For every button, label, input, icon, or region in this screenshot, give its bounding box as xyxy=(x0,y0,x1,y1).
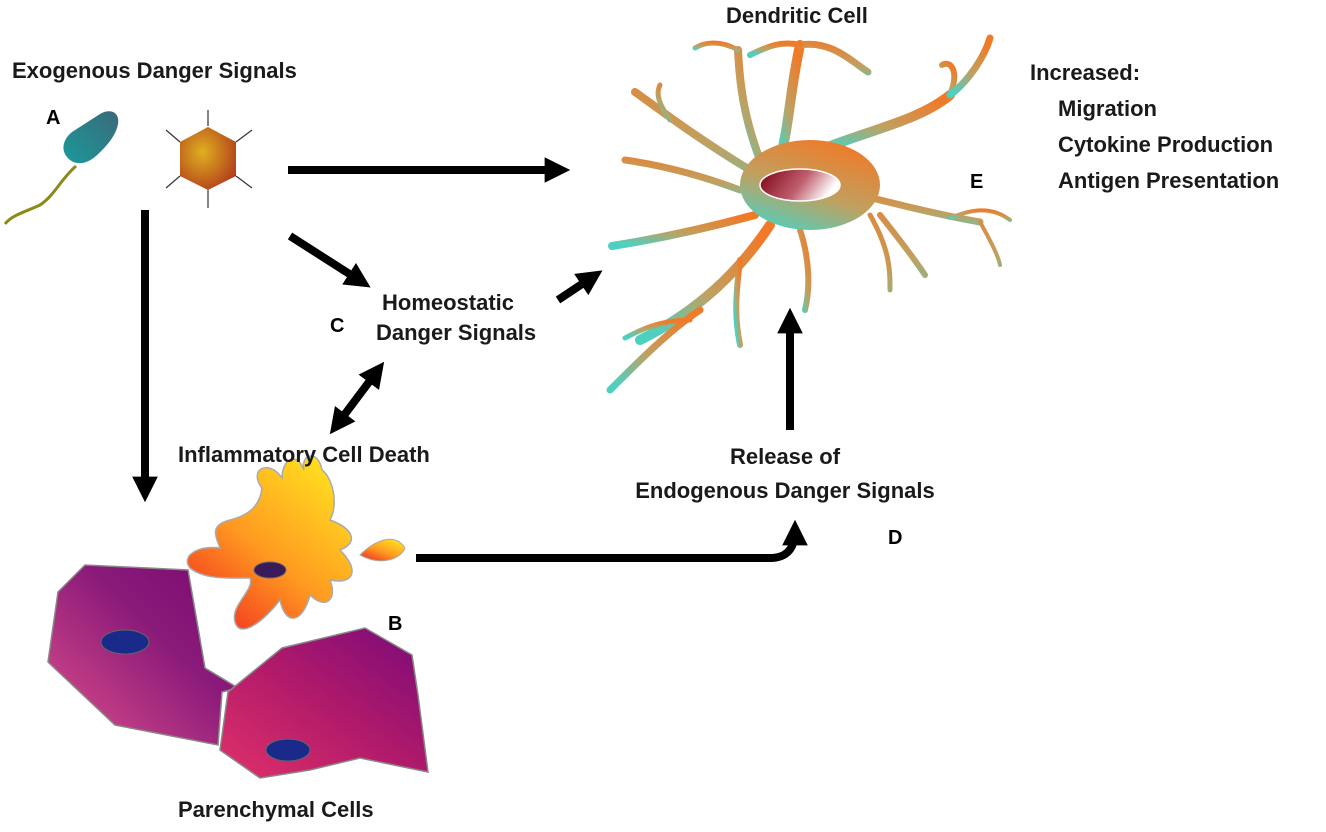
antigen-presentation-label: Antigen Presentation xyxy=(1058,168,1280,193)
release-line-2: Endogenous Danger Signals xyxy=(635,478,935,504)
migration-label: Migration xyxy=(1058,96,1157,121)
dendritic-cell-icon xyxy=(606,34,1012,394)
arrow-homeostatic-to-dendritic xyxy=(555,270,603,304)
exogenous-danger-signals-label: Exogenous Danger Signals xyxy=(12,58,297,83)
arrows xyxy=(132,157,808,562)
label-letter-a: A xyxy=(46,107,61,129)
label-letter-e: E xyxy=(970,171,984,193)
label-letter-c: C xyxy=(330,315,345,337)
parenchymal-cells-icon xyxy=(47,564,429,779)
homeostatic-danger-signals-label: Homeostatic Danger Signals xyxy=(376,290,586,347)
label-letter-b: B xyxy=(388,613,403,635)
release-line-1: Release of xyxy=(729,444,841,469)
parenchymal-cells-label: Parenchymal Cells xyxy=(178,797,374,822)
dendritic-cell-label: Dendritic Cell xyxy=(726,3,868,28)
arrow-inflammatory-homeostatic xyxy=(329,361,385,435)
bacterium-icon xyxy=(3,111,119,225)
label-letter-d: D xyxy=(888,527,903,549)
release-endogenous-label: Release of Endogenous Danger Signals xyxy=(610,444,960,505)
arrow-dying-cell-to-release xyxy=(416,519,808,562)
homeostatic-line-2: Danger Signals xyxy=(376,320,537,346)
arrow-exogenous-to-homeostatic xyxy=(287,232,371,288)
inflammatory-cell-death-label: Inflammatory Cell Death xyxy=(178,442,430,467)
cytokine-production-label: Cytokine Production xyxy=(1058,132,1274,157)
dying-cell-icon xyxy=(186,455,406,630)
increased-label: Increased: xyxy=(1030,60,1141,85)
homeostatic-line-1: Homeostatic xyxy=(382,290,515,315)
virus-icon xyxy=(165,110,253,208)
